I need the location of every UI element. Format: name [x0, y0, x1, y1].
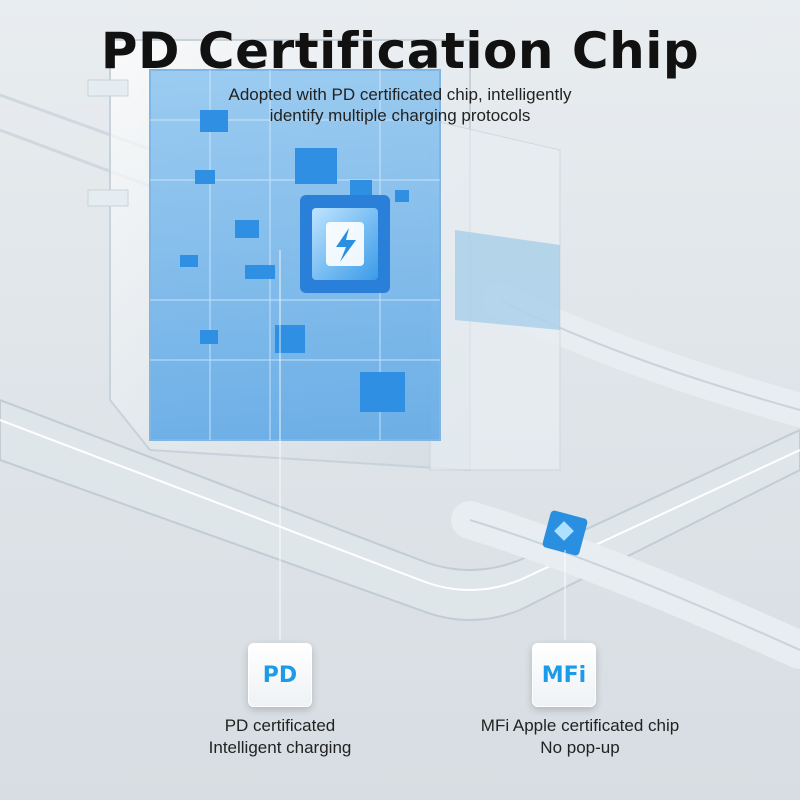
pd-caption-line-2: Intelligent charging: [208, 738, 352, 757]
pd-badge-label: PD: [262, 662, 298, 688]
mfi-caption: MFi Apple certificated chip No pop-up: [430, 715, 730, 759]
page-title: PD Certification Chip: [100, 22, 700, 80]
mfi-chip: [542, 510, 588, 556]
subtitle-line-2: identify multiple charging protocols: [269, 106, 531, 125]
pd-chip: [300, 195, 390, 293]
pd-caption: PD certificated Intelligent charging: [160, 715, 400, 759]
circuit-board: [149, 69, 560, 441]
mfi-badge-label: MFi: [541, 662, 587, 688]
lightning-icon: [336, 228, 356, 262]
mfi-caption-line-1: MFi Apple certificated chip: [480, 716, 680, 735]
subtitle-line-1: Adopted with PD certificated chip, intel…: [228, 85, 572, 104]
pd-badge-icon: PD: [248, 643, 312, 707]
subtitle: Adopted with PD certificated chip, intel…: [180, 84, 620, 126]
mfi-badge-icon: MFi: [532, 643, 596, 707]
mfi-caption-line-2: No pop-up: [540, 738, 620, 757]
pd-caption-line-1: PD certificated: [224, 716, 336, 735]
